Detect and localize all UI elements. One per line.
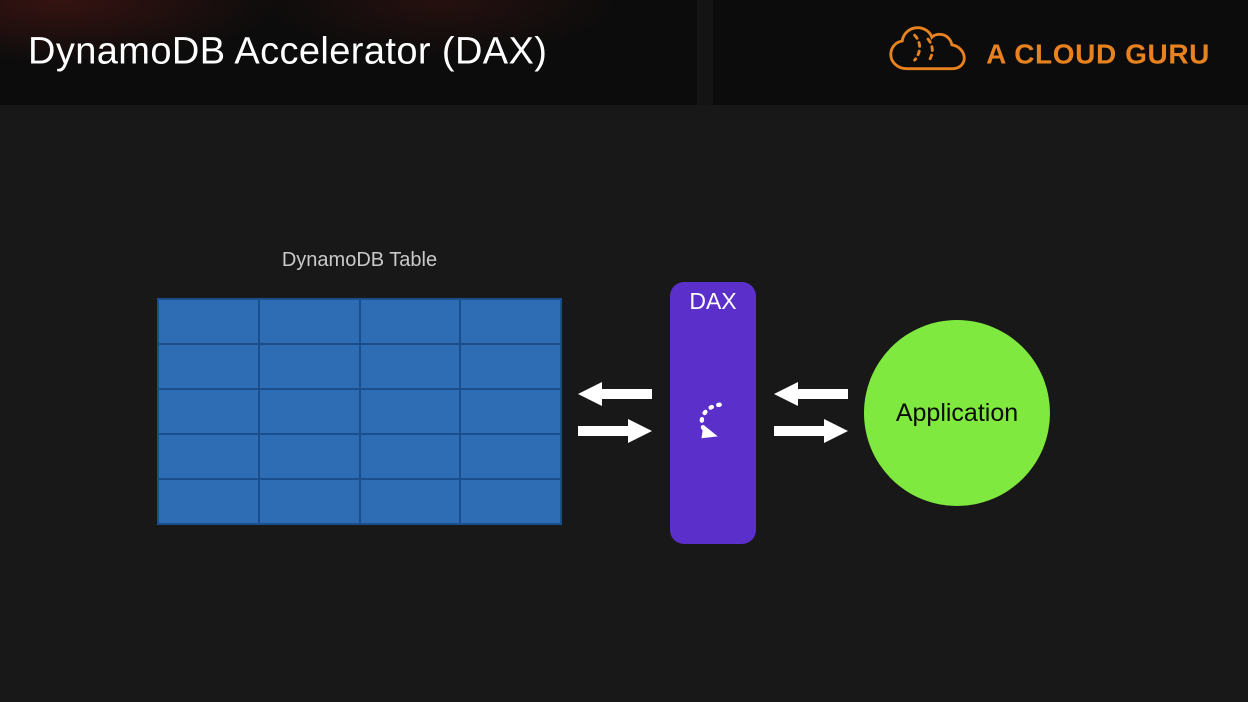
header-seam [697, 0, 713, 105]
table-cell [259, 345, 359, 388]
slide-title: DynamoDB Accelerator (DAX) [28, 30, 548, 73]
cloud-logo-icon [886, 23, 970, 86]
table-cell [360, 300, 460, 343]
application-node: Application [864, 320, 1050, 506]
table-cell [159, 480, 258, 523]
dax-refresh-arrow-icon [690, 397, 736, 450]
brand-logo: A CLOUD GURU [886, 23, 1210, 86]
table-cell [461, 480, 560, 523]
table-cell [360, 345, 460, 388]
table-cell [159, 300, 258, 343]
arrow-right-icon [774, 419, 848, 443]
dynamodb-table [157, 298, 562, 525]
arrow-left-icon [774, 382, 848, 406]
table-cell [259, 435, 359, 478]
arrow-right-icon [578, 419, 652, 443]
arrows-dax-application [774, 382, 848, 443]
table-cell [360, 435, 460, 478]
arrow-left-icon [578, 382, 652, 406]
arrows-table-dax [578, 382, 652, 443]
table-cell [159, 390, 258, 433]
table-cell [259, 480, 359, 523]
table-cell [360, 480, 460, 523]
application-label: Application [895, 398, 1019, 427]
dax-node: DAX [670, 282, 756, 544]
brand-name: A CLOUD GURU [986, 38, 1210, 69]
table-cell [159, 435, 258, 478]
table-cell [159, 345, 258, 388]
table-cell [259, 300, 359, 343]
table-cell [461, 300, 560, 343]
dax-label: DAX [689, 288, 737, 314]
table-cell [461, 435, 560, 478]
header-bar: DynamoDB Accelerator (DAX) A CLOUD GURU [0, 0, 1248, 105]
dynamodb-table-label: DynamoDB Table [281, 249, 438, 271]
table-cell [259, 390, 359, 433]
table-cell [461, 345, 560, 388]
table-cell [461, 390, 560, 433]
table-cell [360, 390, 460, 433]
